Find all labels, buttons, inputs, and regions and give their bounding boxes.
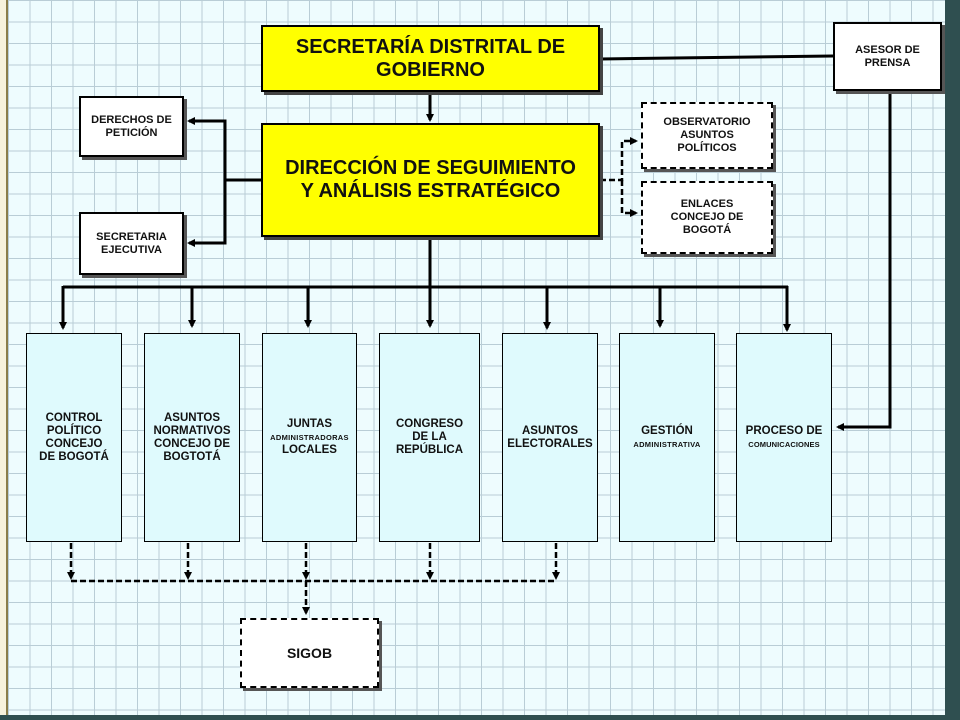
petitions-box: DERECHOS DE PETICIÓN: [79, 96, 184, 157]
juntas-label-top: JUNTAS: [286, 418, 333, 430]
executive-secretary-box: SECRETARIA EJECUTIVA: [79, 212, 184, 275]
asuntos-electorales-box: ASUNTOS ELECTORALES: [502, 333, 598, 542]
petitions-connector: [187, 117, 227, 180]
juntas-label-mid: ADMINISTRADORAS: [270, 433, 349, 442]
gestion-label-bottom: ADMINISTRATIVA: [633, 439, 701, 449]
congreso-box: CONGRESO DE LA REPÚBLICA: [379, 333, 480, 542]
main-to-press-connector: [599, 54, 834, 61]
observatory-box: OBSERVATORIO ASUNTOS POLÍTICOS: [641, 102, 773, 169]
process-label-top: PROCESO DE: [745, 424, 823, 437]
juntas-label-bottom: LOCALES: [282, 444, 337, 456]
links-connector: [620, 180, 638, 217]
press-to-process-connector: [836, 91, 892, 431]
gestion-box: GESTIÓN ADMINISTRATIVA: [619, 333, 715, 542]
direction-box: DIRECCIÓN DE SEGUIMIENTO Y ANÁLISIS ESTR…: [261, 123, 600, 237]
right-border-stripe: [945, 0, 960, 720]
juntas-box: JUNTAS ADMINISTRADORAS LOCALES: [262, 333, 357, 542]
press-advisor-box: ASESOR DE PRENSA: [833, 22, 942, 91]
process-label-bottom: COMUNICACIONES: [748, 439, 820, 449]
observatory-connector: [600, 137, 638, 182]
main-secretariat-box: SECRETARÍA DISTRITAL DE GOBIERNO: [261, 25, 600, 92]
bottom-border-stripe: [0, 715, 960, 720]
sigob-box: SIGOB: [240, 618, 379, 688]
gestion-label-top: GESTIÓN: [641, 424, 693, 437]
proceso-comunicaciones-box: PROCESO DE COMUNICACIONES: [736, 333, 832, 542]
left-border-stripe: [0, 0, 8, 720]
asuntos-normativos-box: ASUNTOS NORMATIVOS CONCEJO DE BOGTOTÁ: [144, 333, 240, 542]
control-politico-box: CONTROL POLÍTICO CONCEJO DE BOGOTÁ: [26, 333, 122, 542]
links-box: ENLACES CONCEJO DE BOGOTÁ: [641, 181, 773, 254]
secretary-connector: [187, 180, 227, 247]
